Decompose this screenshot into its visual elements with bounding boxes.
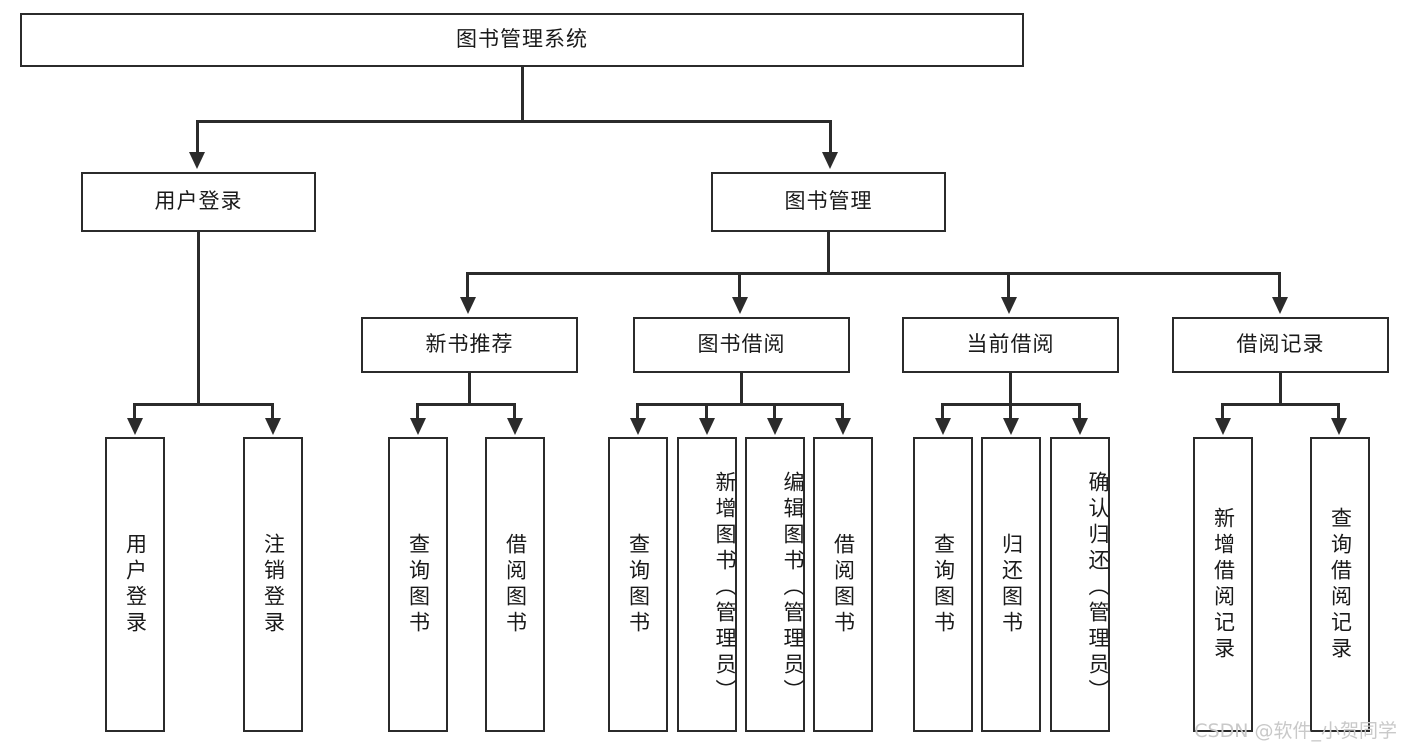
node-book-management-label: 图书管理 <box>784 189 873 214</box>
arrowhead-leaf-borrow-book-2 <box>835 418 851 435</box>
connector-level1-drop-left <box>196 120 199 155</box>
leaf-add-borrow-record[interactable]: 新增借阅记录 <box>1193 437 1253 732</box>
node-new-book-recommend[interactable]: 新书推荐 <box>361 317 578 373</box>
leaf-query-book-3-label: 查询图书 <box>931 532 956 637</box>
arrowhead-user-login <box>189 152 205 169</box>
connector-new-book-stem <box>468 373 471 405</box>
leaf-query-book-3[interactable]: 查询图书 <box>913 437 973 732</box>
connector-book-borrow-drop-1 <box>636 403 639 421</box>
arrowhead-leaf-query-book-1 <box>410 418 426 435</box>
connector-level1-bus <box>196 120 832 123</box>
connector-book-borrow-drop-2 <box>705 403 708 421</box>
node-new-book-recommend-label: 新书推荐 <box>425 332 514 357</box>
leaf-add-book-admin[interactable]: 新增图书（管理员） <box>677 437 737 732</box>
connector-level2-drop-3 <box>1007 272 1010 300</box>
node-root-label: 图书管理系统 <box>456 27 588 52</box>
leaf-borrow-book-2-label: 借阅图书 <box>831 532 856 637</box>
node-book-borrow-label: 图书借阅 <box>697 332 786 357</box>
arrowhead-book-borrow <box>732 297 748 314</box>
leaf-add-book-admin-label: 新增图书（管理员） <box>713 470 737 705</box>
leaf-borrow-book-1-label: 借阅图书 <box>503 532 528 637</box>
leaf-add-borrow-record-label: 新增借阅记录 <box>1211 506 1236 663</box>
node-current-borrow[interactable]: 当前借阅 <box>902 317 1119 373</box>
connector-current-borrow-drop-3 <box>1078 403 1081 421</box>
connector-borrow-record-stem <box>1279 373 1282 405</box>
leaf-query-book-1-label: 查询图书 <box>406 532 431 637</box>
arrowhead-leaf-query-book-3 <box>935 418 951 435</box>
leaf-borrow-book-1[interactable]: 借阅图书 <box>485 437 545 732</box>
leaf-query-borrow-record[interactable]: 查询借阅记录 <box>1310 437 1370 732</box>
arrowhead-leaf-query-borrow-record <box>1331 418 1347 435</box>
csdn-watermark: CSDN @软件_小贺同学 <box>1194 720 1397 742</box>
leaf-query-borrow-record-label: 查询借阅记录 <box>1328 506 1353 663</box>
leaf-return-book-label: 归还图书 <box>999 532 1024 637</box>
connector-current-borrow-drop-1 <box>941 403 944 421</box>
connector-user-login-bus <box>133 403 272 406</box>
arrowhead-leaf-add-borrow-record <box>1215 418 1231 435</box>
connector-user-login-stem <box>197 232 200 405</box>
arrowhead-leaf-return-book <box>1003 418 1019 435</box>
arrowhead-borrow-record <box>1272 297 1288 314</box>
leaf-logout-label: 注销登录 <box>261 532 286 637</box>
connector-level2-bus <box>466 272 1281 275</box>
node-root[interactable]: 图书管理系统 <box>20 13 1024 67</box>
leaf-borrow-book-2[interactable]: 借阅图书 <box>813 437 873 732</box>
connector-new-book-bus <box>416 403 515 406</box>
leaf-confirm-return-admin[interactable]: 确认归还（管理员） <box>1050 437 1110 732</box>
connector-level2-drop-1 <box>466 272 469 300</box>
connector-user-login-drop-1 <box>133 403 136 421</box>
connector-new-book-drop-1 <box>416 403 419 421</box>
connector-borrow-record-drop-1 <box>1221 403 1224 421</box>
connector-book-borrow-drop-4 <box>841 403 844 421</box>
leaf-query-book-2-label: 查询图书 <box>626 532 651 637</box>
arrowhead-leaf-user-login <box>127 418 143 435</box>
node-book-borrow[interactable]: 图书借阅 <box>633 317 850 373</box>
arrowhead-new-book-recommend <box>460 297 476 314</box>
arrowhead-leaf-edit-book-admin <box>767 418 783 435</box>
leaf-logout[interactable]: 注销登录 <box>243 437 303 732</box>
node-borrow-record[interactable]: 借阅记录 <box>1172 317 1389 373</box>
connector-current-borrow-drop-2 <box>1009 403 1012 421</box>
leaf-return-book[interactable]: 归还图书 <box>981 437 1041 732</box>
leaf-user-login[interactable]: 用户登录 <box>105 437 165 732</box>
arrowhead-leaf-add-book-admin <box>699 418 715 435</box>
arrowhead-leaf-confirm-return-admin <box>1072 418 1088 435</box>
arrowhead-book-management <box>822 152 838 169</box>
node-book-management[interactable]: 图书管理 <box>711 172 946 232</box>
connector-book-borrow-bus <box>636 403 843 406</box>
arrowhead-leaf-query-book-2 <box>630 418 646 435</box>
connector-borrow-record-drop-2 <box>1337 403 1340 421</box>
leaf-query-book-2[interactable]: 查询图书 <box>608 437 668 732</box>
connector-current-borrow-stem <box>1009 373 1012 405</box>
node-borrow-record-label: 借阅记录 <box>1236 332 1325 357</box>
leaf-user-login-label: 用户登录 <box>123 532 148 637</box>
node-current-borrow-label: 当前借阅 <box>966 332 1055 357</box>
node-user-login-label: 用户登录 <box>154 189 243 214</box>
connector-root-stem <box>521 67 524 122</box>
arrowhead-leaf-logout <box>265 418 281 435</box>
connector-user-login-drop-2 <box>271 403 274 421</box>
connector-level1-drop-right <box>829 120 832 155</box>
connector-book-borrow-drop-3 <box>773 403 776 421</box>
connector-new-book-drop-2 <box>513 403 516 421</box>
connector-level2-drop-2 <box>738 272 741 300</box>
connector-borrow-record-bus <box>1221 403 1339 406</box>
arrowhead-current-borrow <box>1001 297 1017 314</box>
arrowhead-leaf-borrow-book-1 <box>507 418 523 435</box>
connector-book-borrow-stem <box>740 373 743 405</box>
leaf-query-book-1[interactable]: 查询图书 <box>388 437 448 732</box>
connector-book-management-stem <box>827 232 830 274</box>
node-user-login[interactable]: 用户登录 <box>81 172 316 232</box>
connector-level2-drop-4 <box>1278 272 1281 300</box>
leaf-edit-book-admin-label: 编辑图书（管理员） <box>781 470 805 705</box>
leaf-edit-book-admin[interactable]: 编辑图书（管理员） <box>745 437 805 732</box>
leaf-confirm-return-admin-label: 确认归还（管理员） <box>1086 470 1110 705</box>
